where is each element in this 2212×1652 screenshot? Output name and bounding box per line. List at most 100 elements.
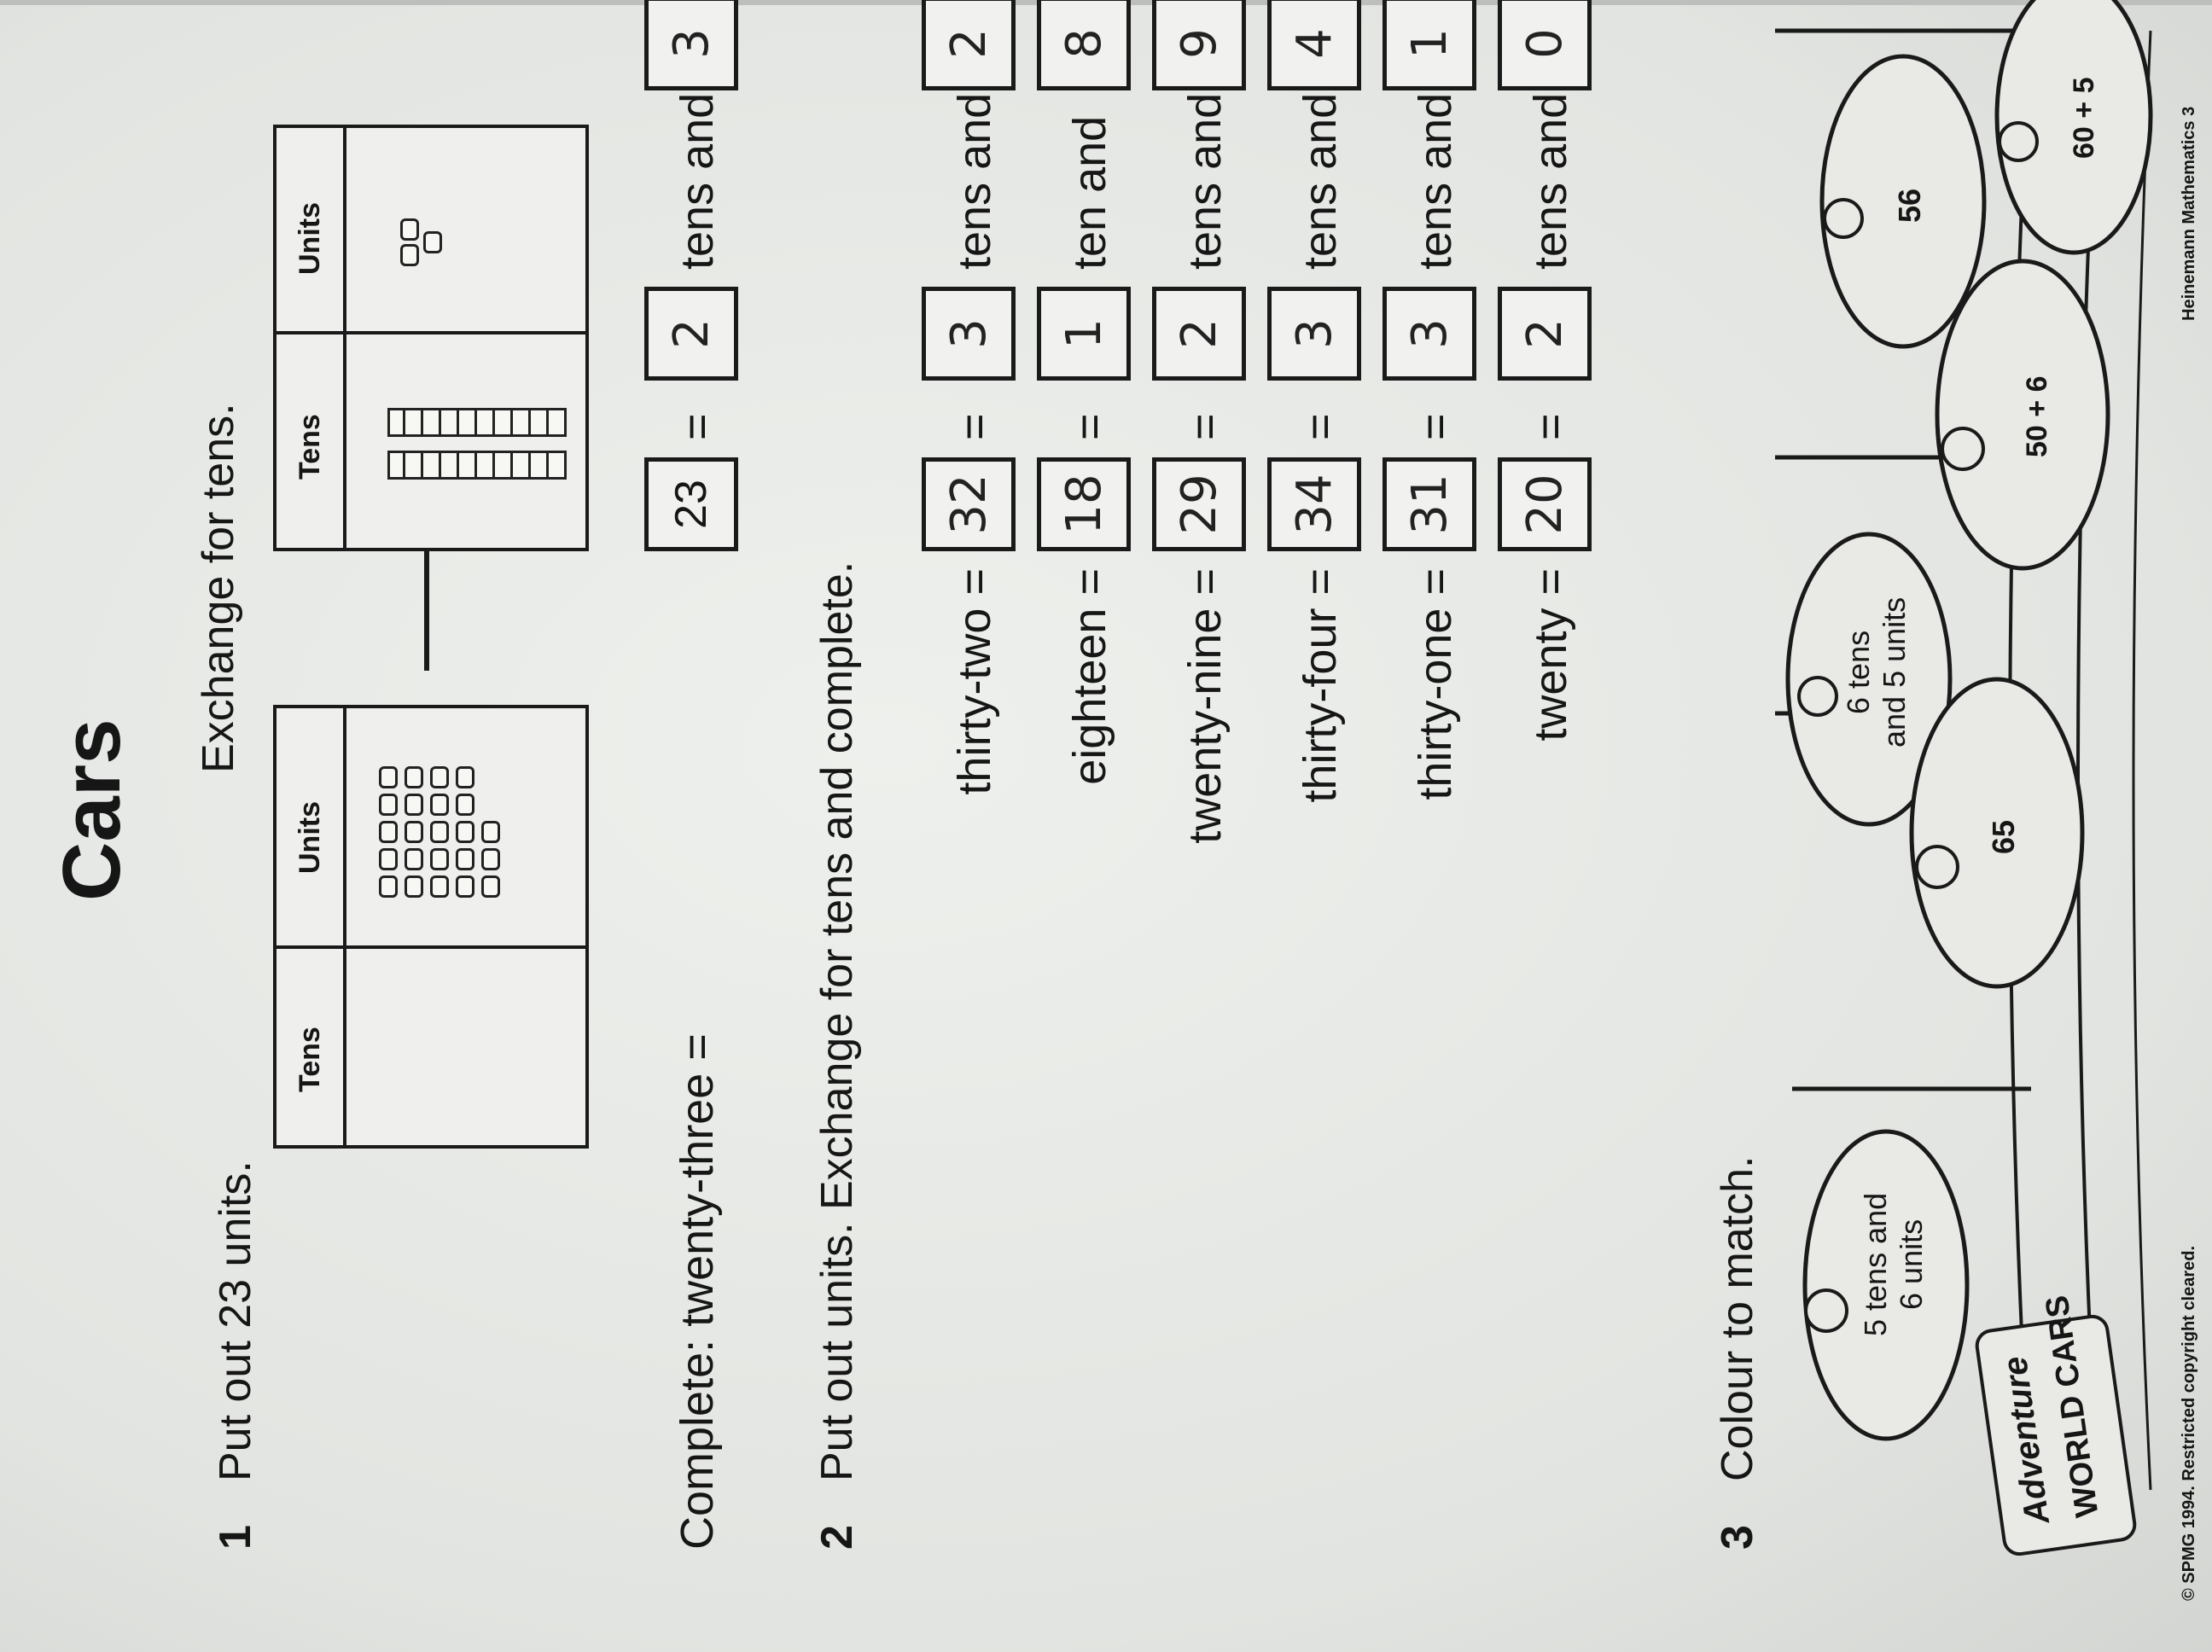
row-tens-box-value: 2 [1171, 318, 1227, 349]
row-tens-box-value: 3 [940, 318, 997, 349]
row-tens-box-value: 3 [1286, 318, 1342, 349]
unit-cube [430, 848, 449, 870]
row-number-word: eighteen = [1064, 568, 1115, 785]
row-units-box[interactable]: 4 [1267, 0, 1361, 90]
unit-cube [379, 875, 398, 898]
units-header: Units [294, 801, 326, 874]
copyright-footer: © SPMG 1994. Restricted copyright cleare… [2180, 1246, 2198, 1601]
row-number-box[interactable]: 32 [922, 457, 1016, 551]
unit-cube [430, 821, 449, 843]
question-3-number: 3 [1713, 1525, 1762, 1550]
unit-cubes-23 [379, 727, 567, 898]
units-answer-value: 3 [663, 28, 719, 59]
car-2-label-line-1: 6 tens [1841, 630, 1876, 714]
question-1-number: 1 [211, 1525, 260, 1550]
row-units-box-value: 9 [1171, 28, 1227, 59]
row-units-box-value: 2 [940, 28, 997, 59]
unit-cube [423, 231, 442, 253]
question-2-number: 2 [812, 1525, 862, 1550]
row-number-box[interactable]: 29 [1152, 457, 1246, 551]
car-1 [1802, 1129, 1970, 1441]
unit-cube [456, 848, 474, 870]
row-tens-box-value: 2 [1516, 318, 1573, 349]
unit-cube [430, 794, 449, 816]
unit-cube [400, 244, 419, 266]
row-number-word: thirty-four = [1295, 568, 1346, 803]
row-number-box[interactable]: 18 [1037, 457, 1131, 551]
row-units-box[interactable]: 0 [1498, 0, 1592, 90]
row-number-box[interactable]: 34 [1267, 457, 1361, 551]
unit-cube [456, 766, 474, 788]
unit-cube [405, 821, 423, 843]
row-tens-box-value: 1 [1056, 318, 1112, 349]
tens-answer-box[interactable]: 2 [644, 287, 738, 381]
row-units-box[interactable]: 8 [1037, 0, 1131, 90]
unit-cube [379, 848, 398, 870]
row-tens-label: tens and [1525, 92, 1576, 270]
equals-sign: = [1295, 413, 1346, 440]
car-4-label: 50 + 6 [2021, 375, 2053, 457]
car-6 [1994, 0, 2153, 255]
row-units-box[interactable]: 2 [922, 0, 1016, 90]
car-5-label: 56 [1892, 188, 1927, 223]
car-1-label-line-1: 5 tens and [1858, 1192, 1893, 1336]
bumper-cars-illustration: Adventure WORLD CARS 5 tens and 6 units … [1775, 0, 2176, 1567]
row-tens-box[interactable]: 2 [1152, 287, 1246, 381]
row-units-box-value: 4 [1286, 28, 1342, 59]
tens-answer-value: 2 [663, 318, 719, 349]
number-box-value: 23 [667, 480, 716, 529]
tens-units-table-before: Tens Units [273, 705, 589, 1149]
equals-sign: = [1410, 413, 1461, 440]
row-number-box[interactable]: 31 [1382, 457, 1476, 551]
row-number-box-value: 31 [1401, 474, 1458, 535]
question-1-instruction: Put out 23 units. [211, 1160, 260, 1481]
column-divider [276, 331, 585, 334]
complete-label: Complete: twenty-three = [672, 1033, 723, 1550]
ten-rod [387, 408, 567, 437]
row-tens-box[interactable]: 1 [1037, 287, 1131, 381]
row-tens-label: tens and [949, 92, 1000, 270]
unit-cube [379, 821, 398, 843]
car-3-label: 65 [1986, 819, 2021, 854]
row-tens-label: tens and [1295, 92, 1346, 270]
unit-cube [379, 766, 398, 788]
unit-cube [405, 794, 423, 816]
car-2-label-line-2: and 5 units [1877, 596, 1912, 747]
question-3-instruction: Colour to match. [1713, 1155, 1762, 1482]
row-tens-label: tens and [1410, 92, 1461, 270]
equals-sign: = [1525, 413, 1576, 440]
exchange-instruction: Exchange for tens. [194, 403, 243, 773]
row-tens-box[interactable]: 3 [1382, 287, 1476, 381]
publisher-footer: Heinemann Mathematics 3 [2180, 106, 2198, 321]
row-tens-box[interactable]: 3 [1267, 287, 1361, 381]
tens-header: Tens [294, 1027, 326, 1092]
units-answer-box[interactable]: 3 [644, 0, 738, 90]
unit-cube [405, 848, 423, 870]
ten-rod [387, 451, 567, 480]
unit-cube [481, 848, 500, 870]
unit-cube [456, 875, 474, 898]
unit-cube [456, 821, 474, 843]
unit-cube [405, 875, 423, 898]
equals-sign: = [672, 413, 723, 440]
car-3 [1909, 677, 2085, 989]
row-units-box[interactable]: 1 [1382, 0, 1476, 90]
units-header: Units [294, 202, 326, 275]
car-1-label: 5 tens and 6 units [1858, 1192, 1929, 1336]
row-tens-box[interactable]: 3 [922, 287, 1016, 381]
unit-cube [481, 875, 500, 898]
equals-sign: = [949, 413, 1000, 440]
number-box: 23 [644, 457, 738, 551]
row-number-box[interactable]: 20 [1498, 457, 1592, 551]
car-1-label-line-2: 6 units [1894, 1219, 1929, 1310]
page-title: Cars [46, 718, 137, 901]
row-tens-box[interactable]: 2 [1498, 287, 1592, 381]
car-4 [1935, 259, 2110, 571]
equals-sign: = [1064, 413, 1115, 440]
row-number-box-value: 34 [1286, 474, 1342, 535]
row-units-box-value: 1 [1401, 28, 1458, 59]
row-number-word: thirty-two = [949, 568, 1000, 795]
row-units-box[interactable]: 9 [1152, 0, 1246, 90]
bumper-cars-drawing [1775, 0, 2153, 1516]
